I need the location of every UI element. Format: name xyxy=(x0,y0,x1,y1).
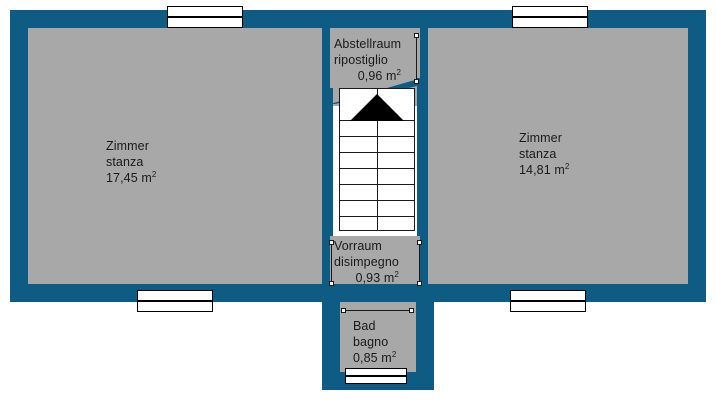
dimension-line-bath-top xyxy=(344,310,412,311)
inner-wall-hallway-right xyxy=(420,236,428,286)
outer-wall-bottom xyxy=(10,284,706,302)
inner-wall-core-left xyxy=(322,88,333,236)
dimension-node xyxy=(409,308,414,313)
dimension-node xyxy=(329,281,334,286)
inner-wall-core-right-upper xyxy=(420,28,428,80)
stair-riser xyxy=(339,152,415,153)
stair-riser xyxy=(339,136,415,137)
room-label-bath-area: 0,85 m2 xyxy=(353,349,397,365)
stair-riser xyxy=(339,216,415,217)
dimension-line-storage-right xyxy=(416,36,417,82)
stair-riser xyxy=(339,200,415,201)
room-label-left-it: stanza xyxy=(106,155,144,169)
room-label-bath-it: bagno xyxy=(353,335,389,349)
room-label-hallway-it: disimpegno xyxy=(334,255,399,269)
window-pane-divider xyxy=(511,300,585,302)
stair-riser xyxy=(339,184,415,185)
dimension-line-hallway-left xyxy=(331,242,332,284)
dimension-node xyxy=(417,281,422,286)
dimension-node xyxy=(341,308,346,313)
room-label-hallway: Vorraum disimpegno 0,93 m2 xyxy=(334,238,399,286)
room-label-storage-de: Abstellraum xyxy=(334,37,402,51)
room-label-bath-de: Bad xyxy=(353,319,376,333)
inner-wall-core-left-upper xyxy=(322,28,330,90)
window-pane-divider xyxy=(346,375,406,377)
floor-room-left xyxy=(28,28,328,284)
room-label-storage-it: ripostiglio xyxy=(334,53,388,67)
floor-room-right xyxy=(428,28,688,284)
room-label-right-de: Zimmer xyxy=(519,131,562,145)
bath-wall-right xyxy=(416,302,434,390)
dimension-node xyxy=(414,79,419,84)
room-label-hallway-de: Vorraum xyxy=(334,239,382,253)
window-top-right xyxy=(512,6,588,28)
stair-center-line xyxy=(377,88,378,231)
window-pane-divider xyxy=(168,16,242,18)
staircase xyxy=(339,88,415,231)
window-pane-divider xyxy=(513,16,587,18)
room-label-right-it: stanza xyxy=(519,147,557,161)
room-label-storage-area: 0,96 m2 xyxy=(357,67,402,83)
window-pane-divider xyxy=(138,300,212,302)
window-bottom-left xyxy=(137,290,213,312)
inner-wall-hallway-left xyxy=(322,236,330,286)
room-label-right: Zimmer stanza 14,81 m2 xyxy=(519,130,569,178)
room-label-left: Zimmer stanza 17,45 m2 xyxy=(106,138,156,186)
room-label-bath: Bad bagno 0,85 m2 xyxy=(353,318,396,366)
floor-room-hallway xyxy=(328,236,428,284)
room-label-left-de: Zimmer xyxy=(106,139,149,153)
window-bottom-right xyxy=(510,290,586,312)
outer-wall-right xyxy=(688,10,706,302)
window-bath xyxy=(345,368,407,384)
outer-wall-top xyxy=(10,10,706,28)
stair-direction-arrow-icon xyxy=(350,94,404,121)
dimension-node xyxy=(417,240,422,245)
outer-wall-left xyxy=(10,10,28,302)
dimension-line-hallway-right xyxy=(419,242,420,284)
room-label-left-area: 17,45 m2 xyxy=(106,169,157,185)
room-label-right-area: 14,81 m2 xyxy=(519,161,570,177)
room-label-storage: Abstellraum ripostiglio 0,96 m2 xyxy=(334,36,401,84)
dimension-node xyxy=(329,240,334,245)
dimension-node xyxy=(414,33,419,38)
room-label-hallway-area: 0,93 m2 xyxy=(355,269,399,285)
floor-room-bath xyxy=(340,302,416,378)
window-top-left xyxy=(167,6,243,28)
stair-riser xyxy=(339,168,415,169)
bath-wall-left xyxy=(322,302,340,390)
inner-wall-core-right xyxy=(417,78,428,236)
